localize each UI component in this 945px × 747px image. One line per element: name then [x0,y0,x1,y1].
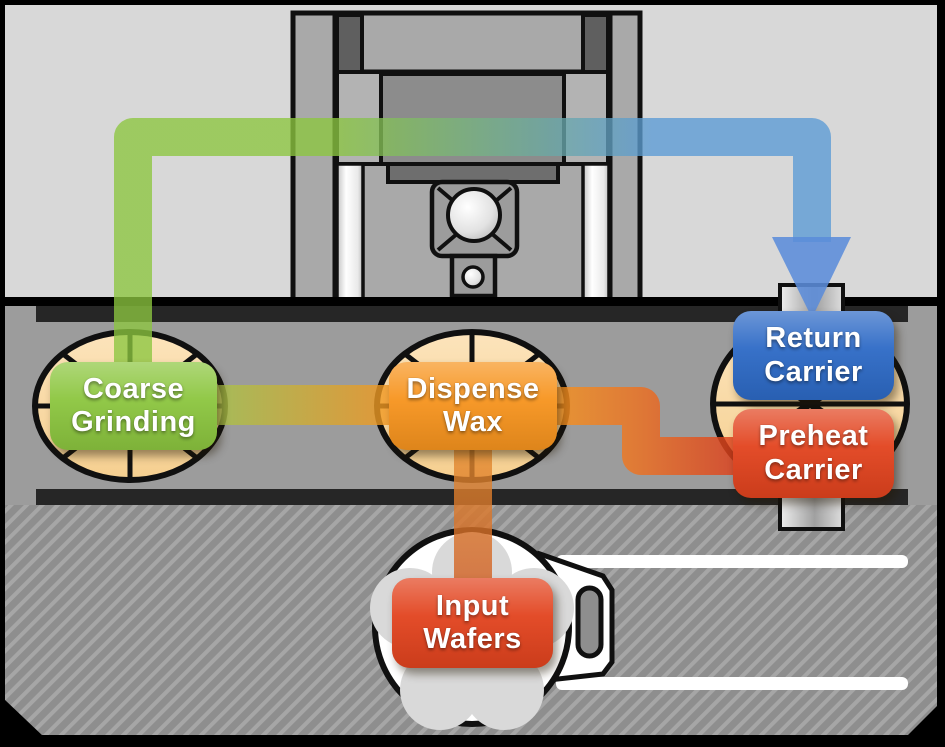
rail-clamp-left [335,13,364,74]
flow-wax-to-preheat [550,387,738,475]
label-line: Wafers [423,623,522,655]
label-line: Wax [442,406,504,438]
station-label-preheat-carrier: Preheat Carrier [733,409,894,498]
label-line: Preheat [758,420,869,453]
guide-rail-upper [556,555,908,568]
spindle-ball [446,187,502,243]
piston-rod-right [581,162,611,306]
spindle-foot-ball [461,265,485,289]
wafer [464,650,544,730]
flow-return-arrowhead-icon [772,237,851,318]
process-flows [114,118,851,598]
flow-return-path [114,118,831,376]
rail-clamp-right [581,13,610,74]
spindle-assembly [429,179,520,299]
label-line: Carrier [764,453,863,486]
station-label-input-wafers: Input Wafers [392,578,553,668]
label-line: Return [765,322,862,355]
wafer [400,650,480,730]
grinder-machine [290,10,643,306]
stage-rail-top [36,306,908,322]
station-label-coarse-grinding: Coarse Grinding [50,362,217,450]
guide-rail-lower [556,677,908,690]
handle-slot [575,585,604,659]
label-line: Grinding [71,406,196,438]
label-line: Coarse [82,372,185,405]
station-label-dispense-wax: Dispense Wax [389,362,557,450]
label-line: Dispense [406,372,540,405]
label-line: Carrier [764,355,863,388]
station-label-return-carrier: Return Carrier [733,311,894,400]
piston-rod-left [335,162,365,306]
press-head-plate [386,162,560,184]
label-line: Input [435,589,510,622]
